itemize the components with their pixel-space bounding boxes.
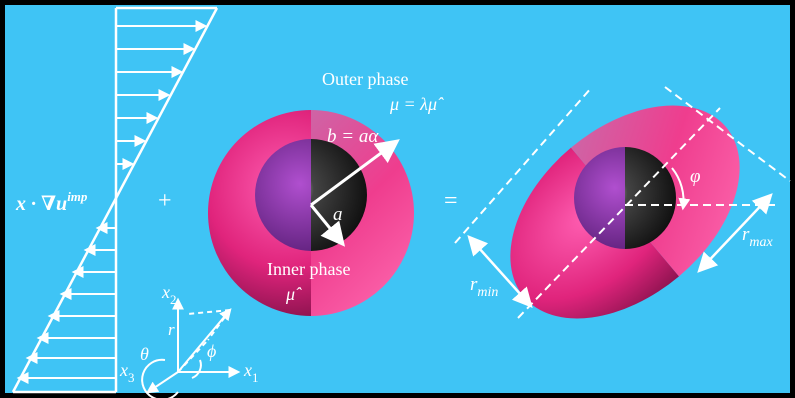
compound-sphere-icon xyxy=(208,110,414,316)
plus-sign: + xyxy=(158,188,172,214)
vector-r-label: r xyxy=(168,320,175,339)
r-min-label: rmin xyxy=(470,274,498,300)
axis-x3-label: x3 xyxy=(119,360,135,385)
deformed-core-left xyxy=(574,147,625,249)
inner-phase-label: Inner phase xyxy=(267,259,350,279)
outer-radius-arrow xyxy=(310,139,400,207)
tilt-angle-label: φ xyxy=(690,166,701,187)
shear-flow-profile-icon xyxy=(11,6,219,394)
projection-lines xyxy=(177,309,231,373)
axis-x2-label: x2 xyxy=(161,282,177,307)
outer-radius-label: b = aα xyxy=(327,126,379,147)
axis-x3 xyxy=(146,371,179,394)
outer-viscosity-label: μ = λμ̂ xyxy=(389,94,444,114)
3d-axes-icon xyxy=(141,297,241,398)
r-min-arrow xyxy=(467,235,533,308)
velocity-gradient-label: x · ∇uimp xyxy=(15,189,88,215)
guide-line-upper-right xyxy=(664,86,791,182)
guide-line-major-axis xyxy=(517,107,721,319)
r-max-label: rmax xyxy=(742,224,774,250)
inner-core-left-half xyxy=(255,139,311,251)
phi-label: ϕ xyxy=(207,341,216,361)
theta-label: θ xyxy=(140,344,149,364)
axis-x1-label: x1 xyxy=(243,360,259,385)
shear-arrows xyxy=(16,20,208,384)
theta-arc xyxy=(141,358,179,398)
deformed-ellipsoid-icon xyxy=(454,86,791,319)
outer-phase-label: Outer phase xyxy=(322,69,408,89)
r-max-arrow xyxy=(697,193,773,273)
tilt-angle-arc xyxy=(671,167,691,211)
phi-arc xyxy=(191,359,202,379)
deformed-core-right xyxy=(625,147,676,249)
inner-radius-label: a xyxy=(333,204,343,225)
guide-line-upper-left xyxy=(454,86,593,244)
inner-radius-arrow xyxy=(309,204,346,247)
equals-sign: = xyxy=(444,188,458,214)
